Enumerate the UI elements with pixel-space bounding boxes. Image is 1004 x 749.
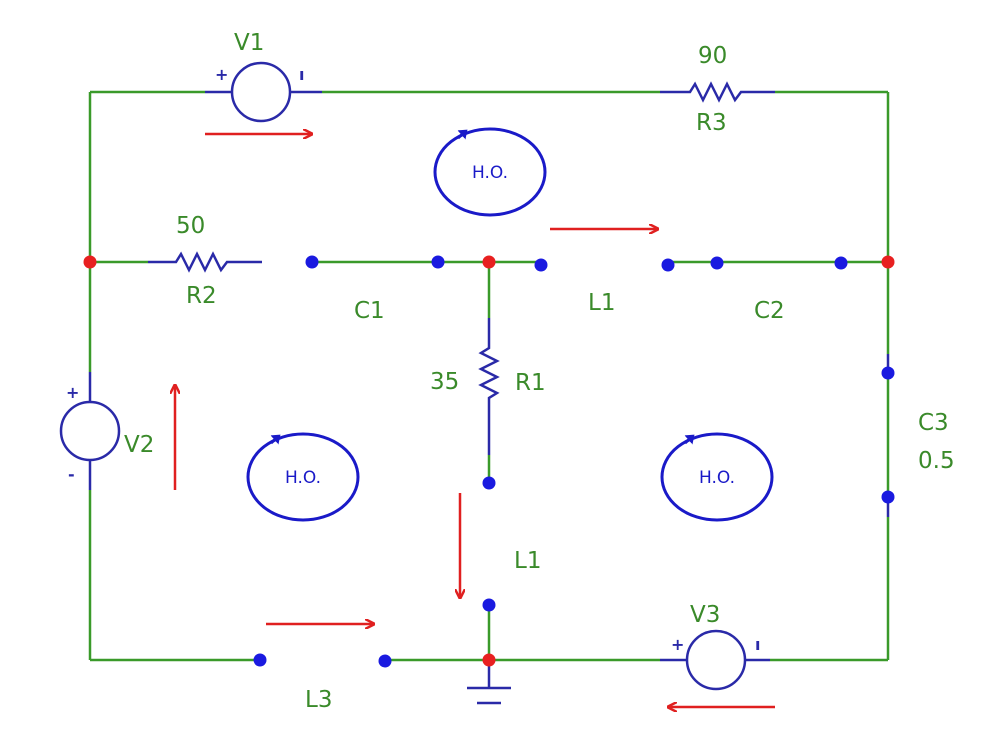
node-red xyxy=(881,255,895,269)
loop-label-top: H.O. xyxy=(472,163,508,183)
node-red xyxy=(83,255,97,269)
label-r2: R2 xyxy=(186,283,217,309)
node-blue xyxy=(710,256,724,270)
node-blue xyxy=(378,654,392,668)
voltage-source-v1 xyxy=(205,61,322,123)
label-r1: R1 xyxy=(515,370,546,396)
label-v2: V2 xyxy=(124,432,154,458)
loop-left: H.O. xyxy=(246,432,360,522)
voltage-source-v2 xyxy=(59,372,121,490)
node-blue xyxy=(881,366,895,380)
node-red xyxy=(482,653,496,667)
label-r1-value: 35 xyxy=(430,369,459,395)
v3-plus: + xyxy=(671,635,684,654)
label-c1: C1 xyxy=(354,298,385,324)
v1-plus: + xyxy=(215,65,228,84)
node-blue xyxy=(305,255,319,269)
polarity-marks: + ı + - + ı xyxy=(66,65,760,654)
v1-minus-mark: ı xyxy=(299,65,304,84)
current-arrows xyxy=(175,134,775,707)
label-l1-top: L1 xyxy=(588,290,615,316)
node-blue xyxy=(431,255,445,269)
v2-minus: - xyxy=(68,465,75,484)
voltage-source-v3 xyxy=(660,629,770,691)
label-v1: V1 xyxy=(234,30,264,56)
loops: H.O. H.O. H.O. xyxy=(246,127,774,522)
node-blue xyxy=(534,258,548,272)
node-blue xyxy=(661,258,675,272)
label-v3: V3 xyxy=(690,602,720,628)
node-blue xyxy=(881,490,895,504)
v3-minus-mark: ı xyxy=(755,635,760,654)
v2-plus: + xyxy=(66,383,79,402)
node-blue xyxy=(482,598,496,612)
node-blue xyxy=(482,476,496,490)
label-l3: L3 xyxy=(305,687,332,713)
label-r2-value: 50 xyxy=(176,213,205,239)
label-r3-value: 90 xyxy=(698,43,727,69)
nodes xyxy=(83,255,895,668)
loop-top: H.O. xyxy=(433,127,547,217)
resistor-r1 xyxy=(478,318,500,455)
node-blue xyxy=(253,653,267,667)
component-labels: V1 90 R3 50 R2 C1 L1 C2 35 R1 V2 C3 0.5 … xyxy=(124,30,955,713)
node-red xyxy=(482,255,496,269)
node-blue xyxy=(834,256,848,270)
label-r3: R3 xyxy=(696,110,727,136)
label-c3-value: 0.5 xyxy=(918,448,955,474)
components xyxy=(59,61,890,705)
label-l1-mid: L1 xyxy=(514,548,541,574)
resistor-r2 xyxy=(148,251,262,273)
label-c2: C2 xyxy=(754,298,785,324)
loop-right: H.O. xyxy=(660,432,774,522)
loop-label-right: H.O. xyxy=(699,468,735,488)
loop-label-left: H.O. xyxy=(285,468,321,488)
label-c3: C3 xyxy=(918,410,949,436)
resistor-r3 xyxy=(660,81,775,103)
